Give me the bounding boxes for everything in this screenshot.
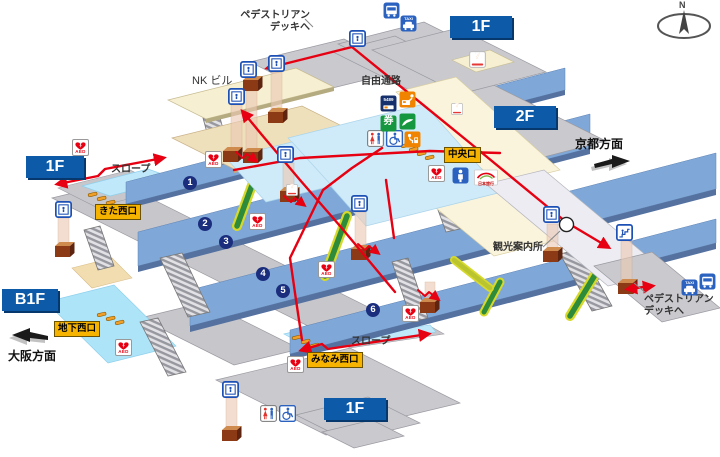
seven-eleven-icon: 7 — [469, 51, 486, 68]
fare-adjustment-machine-icon — [404, 131, 421, 148]
slope-label-north: スロープ — [111, 164, 151, 175]
floor-label-1f-north: 1F — [450, 16, 512, 38]
platform-number-4: 4 — [256, 267, 270, 281]
tourist-info-label: 観光案内所 — [493, 242, 543, 253]
seven-eleven-label: 7 — [455, 102, 459, 110]
restroom-icon — [367, 130, 384, 147]
exit-label-chuo: 中央口 — [444, 147, 481, 163]
aed-label: AED — [252, 222, 263, 228]
seven-eleven-label: 7 — [474, 50, 480, 61]
pedestrian-deck-note-line1: ペデストリアン — [644, 294, 714, 305]
floor-label-b1f: B1F — [2, 289, 58, 311]
aed-label: AED — [321, 270, 332, 276]
platform-number-3: 3 — [219, 235, 233, 249]
escalator-icon — [616, 224, 633, 241]
aed-icon: AED — [318, 261, 335, 278]
aed-label: AED — [290, 365, 301, 371]
platform-number-6: 6 — [366, 303, 380, 317]
aed-icon: AED — [205, 151, 222, 168]
aed-icon: AED — [249, 213, 266, 230]
ticket-5489-label: 5489 — [383, 96, 394, 102]
question-label: ? — [563, 218, 570, 228]
pedestrian-deck-note-line2: デッキへ — [270, 21, 310, 33]
aed-icon: AED — [428, 165, 445, 182]
floor-label-1f-west: 1F — [26, 156, 84, 178]
information-question-icon: ? — [558, 216, 575, 233]
aed-icon: AED — [402, 305, 419, 322]
platform-number-1: 1 — [183, 176, 197, 190]
exit-label-kita-west: きた西口 — [95, 204, 142, 220]
aed-label: AED — [431, 174, 442, 180]
escalator — [479, 277, 505, 317]
aed-icon: AED — [72, 139, 89, 156]
osaka-direction-arrow — [9, 328, 48, 345]
elevator-icon — [349, 30, 366, 47]
ticket-machine-plus-icon — [399, 91, 416, 108]
exit-label-minami-west: みなみ西口 — [307, 352, 363, 368]
pedestrian-deck-note-top: ペデストリアン デッキへ — [226, 10, 310, 33]
elevator-icon — [240, 61, 257, 78]
aed-label: AED — [405, 314, 416, 320]
bus-icon — [383, 2, 400, 19]
elevator-icon — [55, 201, 72, 218]
kita-west-gates — [87, 191, 116, 206]
taxi-icon: TAXI — [400, 15, 417, 32]
chika-west-gates — [96, 311, 125, 326]
osaka-direction-label: 大阪方面 — [8, 349, 57, 363]
wheelchair-accessible-icon — [279, 405, 296, 422]
kyoto-direction-label: 京都方面 — [575, 137, 624, 151]
aed-icon: AED — [115, 339, 132, 356]
wheelchair-accessible-icon — [386, 130, 403, 147]
elevator-icon — [351, 195, 368, 212]
aed-icon: AED — [287, 356, 304, 373]
nippon-travel-label: 日本旅行 — [478, 180, 494, 186]
compass-north-label: N — [678, 0, 687, 10]
elevator-icon — [277, 146, 294, 163]
pedestrian-deck-note-line1: ペデストリアン — [240, 10, 310, 21]
taxi-label: TAXI — [404, 16, 413, 21]
aed-label: AED — [75, 148, 86, 154]
seven-eleven-icon: 7 — [451, 102, 463, 116]
kyoto-direction-arrow — [591, 155, 630, 171]
platform-number-2: 2 — [198, 217, 212, 231]
ticket-vending-label: 券 — [383, 116, 394, 127]
free-passage-label: 自由通路 — [361, 76, 401, 87]
elevator-icon — [222, 381, 239, 398]
ticket-vending-machine-icon: 券 — [380, 115, 397, 132]
floor-label-2f: 2F — [494, 106, 556, 128]
north-compass-icon: N — [652, 0, 716, 44]
nippon-travel-logo: 日本旅行 — [474, 169, 498, 186]
toilet-icon — [452, 167, 469, 184]
nk-building-label: NK ビル — [192, 75, 233, 87]
floor-label-1f-south: 1F — [324, 398, 386, 420]
escalator — [450, 256, 494, 292]
pedestrian-deck-note-bottom: ペデストリアン デッキへ — [644, 294, 714, 317]
exit-label-chika-west: 地下西口 — [54, 321, 101, 337]
elevator-icon — [268, 55, 285, 72]
platform-number-5: 5 — [276, 284, 290, 298]
b1f-deck — [45, 257, 177, 364]
seven-eleven-label: 7 — [290, 183, 294, 191]
midori-no-madoguchi-icon — [399, 113, 416, 130]
taxi-label: TAXI — [685, 280, 694, 285]
elevator-icon — [228, 88, 245, 105]
bus-icon — [699, 273, 716, 290]
restroom-icon — [260, 405, 277, 422]
seven-eleven-icon: 7 — [286, 183, 298, 197]
taxi-icon: TAXI — [681, 279, 698, 296]
pointer-lines — [304, 18, 647, 294]
slope-label-south: スロープ — [351, 336, 391, 347]
pedestrian-deck-note-line2: デッキへ — [644, 305, 684, 317]
ticket-machine-5489-icon: 5489 — [380, 95, 397, 112]
aed-label: AED — [118, 348, 129, 354]
aed-label: AED — [208, 160, 219, 166]
